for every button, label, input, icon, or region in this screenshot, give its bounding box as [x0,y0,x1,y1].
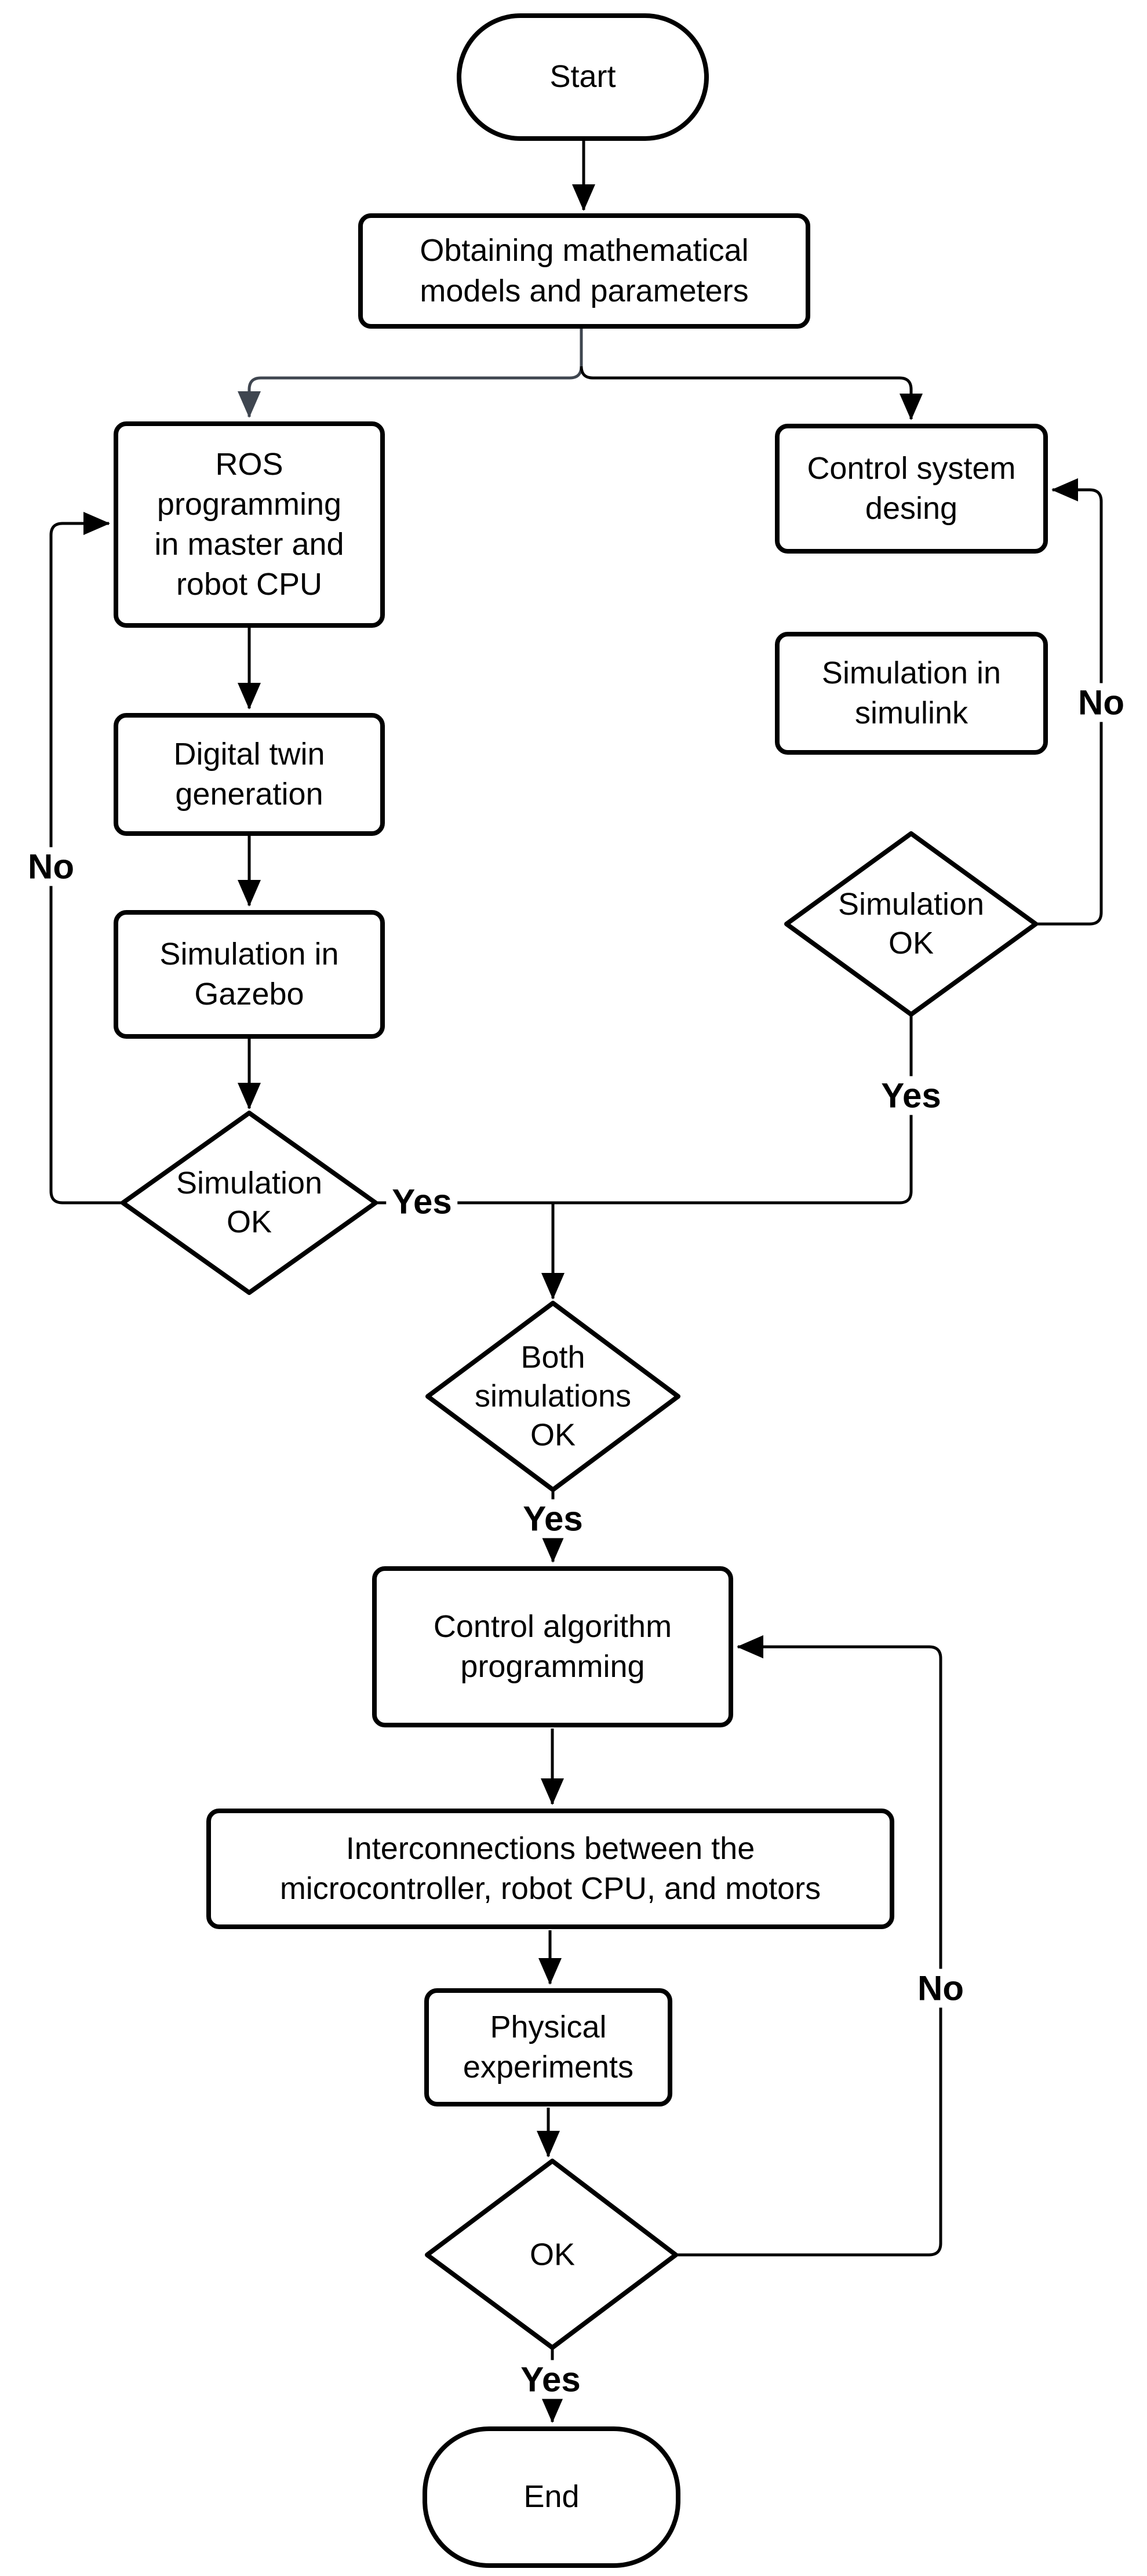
edge-no-bottom-loop [676,1635,942,2257]
node-ros-programming-label: ROS programming in master and robot CPU [154,446,344,602]
node-interconnections-label: Interconnections between the microcontro… [279,1831,821,1906]
node-interconnections: Interconnections between the microcontro… [206,1809,894,1929]
decision-simulation-ok-right [784,831,1038,1017]
node-physical-experiments: Physical experiments [424,1988,672,2106]
node-control-system-design: Control system desing [775,424,1048,554]
node-simulation-gazebo-label: Simulation in Gazebo [159,936,339,1012]
node-control-system-design-label: Control system desing [807,450,1016,526]
edge-label-no-left: No [22,847,80,886]
node-digital-twin-label: Digital twin generation [173,736,325,812]
decision-ok [425,2159,678,2350]
decision-simulation-ok-right-label: Simulation OK [838,887,985,960]
node-start: Start [457,13,709,141]
edge-label-yes-final: Yes [515,2360,587,2399]
edge-obtaining-ros [238,329,583,418]
edge-label-yes-right: Yes [875,1076,947,1115]
node-end-label: End [523,2479,580,2515]
decision-both-simulations-ok-label: Both simulations OK [474,1340,632,1453]
edge-label-yes-both: Yes [517,1499,589,1538]
node-obtaining-models-label: Obtaining mathematical models and parame… [420,233,749,308]
decision-simulation-ok-left [121,1111,378,1295]
node-start-label: Start [549,59,616,94]
decision-both-simulations-ok [425,1301,680,1492]
decision-simulation-ok-left-label: Simulation OK [176,1166,323,1239]
edge-label-no-bottom: No [912,1969,970,2008]
edge-label-no-right: No [1072,683,1130,722]
node-control-algorithm: Control algorithm programming [372,1566,733,1727]
node-end: End [423,2426,680,2568]
node-control-algorithm-label: Control algorithm programming [433,1609,672,1684]
node-obtaining-models: Obtaining mathematical models and parame… [358,213,810,329]
node-physical-experiments-label: Physical experiments [463,2009,634,2084]
node-simulation-simulink-label: Simulation in simulink [821,655,1002,730]
edge-yes-right [553,1014,913,1205]
decision-ok-label: OK [529,2237,576,2272]
node-simulation-simulink: Simulation in simulink [775,632,1048,755]
node-ros-programming: ROS programming in master and robot CPU [114,421,385,628]
edge-label-yes-left: Yes [386,1182,458,1221]
node-simulation-gazebo: Simulation in Gazebo [114,910,385,1039]
edge-obtaining-control-design [580,366,923,420]
node-digital-twin: Digital twin generation [114,713,385,836]
